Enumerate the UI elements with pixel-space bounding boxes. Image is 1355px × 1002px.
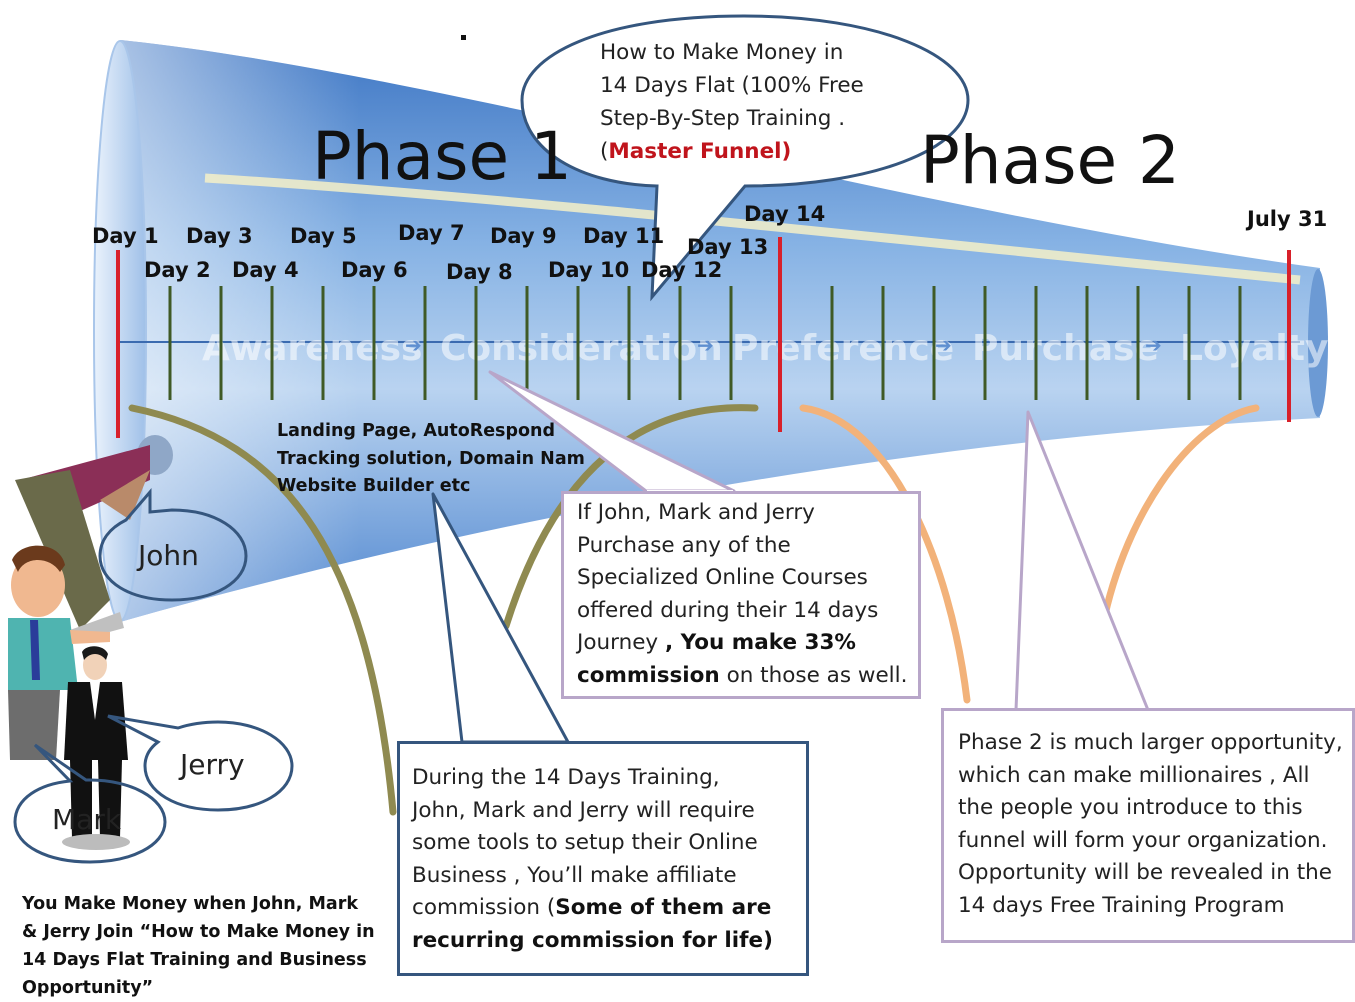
- mark-figure: [8, 545, 110, 760]
- stage-awareness: Awareness: [202, 328, 422, 369]
- day-label-8: Day 8: [446, 260, 513, 284]
- phase-2-title: Phase 2: [920, 122, 1181, 199]
- funnel-end: [1308, 269, 1328, 417]
- stage-consideration: Consideration: [440, 328, 723, 369]
- day-label-9: Day 9: [490, 224, 557, 248]
- jerry-label: Jerry: [180, 748, 245, 781]
- phase-1-title: Phase 1: [312, 118, 573, 195]
- day-label-12: Day 12: [641, 258, 723, 282]
- day-label-10: Day 10: [548, 258, 630, 282]
- phase2-callout-tail: [1014, 410, 1150, 712]
- day-label-july-31: July 31: [1247, 207, 1328, 231]
- bottom-note: You Make Money when John, Mark & Jerry J…: [22, 894, 375, 998]
- course-commission-box: If John, Mark and Jerry Purchase any of …: [561, 491, 921, 699]
- stage-loyalty: Loyalty: [1180, 328, 1328, 369]
- john-bubble: [98, 487, 248, 602]
- stage-preference: Preference: [732, 328, 954, 369]
- arc-phase2-right: [1096, 404, 1260, 644]
- master-bubble-shape: [520, 14, 970, 302]
- master-funnel-label: Master Funnel): [608, 139, 792, 164]
- day-label-6: Day 6: [341, 258, 408, 282]
- stage-arrow: ➔: [1145, 333, 1162, 357]
- stage-purchase: Purchase: [972, 328, 1159, 369]
- day-label-1: Day 1: [92, 224, 159, 248]
- stage-arrow: ➔: [935, 333, 952, 357]
- day-label-7: Day 7: [398, 221, 465, 245]
- mark-label: Mark: [52, 803, 122, 836]
- mark-bubble: [13, 743, 167, 864]
- jerry-figure: [62, 646, 130, 850]
- tools-commission-box: During the 14 Days Training, John, Mark …: [397, 741, 809, 976]
- jerry-bubble: [107, 714, 294, 812]
- phase-2-opportunity-box: Phase 2 is much larger opportunity, whic…: [941, 708, 1355, 943]
- day-label-14: Day 14: [744, 202, 826, 226]
- john-label: John: [138, 539, 199, 572]
- day-label-2: Day 2: [144, 258, 211, 282]
- tools-list: Landing Page, AutoRespond Tracking solut…: [277, 421, 585, 496]
- day-label-5: Day 5: [290, 224, 357, 248]
- day-label-13: Day 13: [687, 235, 769, 259]
- master-bubble-text: How to Make Money in 14 Days Flat (100% …: [600, 40, 864, 164]
- day-label-3: Day 3: [186, 224, 253, 248]
- stray-mark: [461, 35, 466, 40]
- day-label-4: Day 4: [232, 258, 299, 282]
- arc-phase1-tools: [128, 404, 397, 816]
- stage-arrow: ➔: [697, 333, 714, 357]
- stage-arrow: ➔: [405, 333, 422, 357]
- funnel-fade: [120, 40, 1320, 622]
- day-label-11: Day 11: [583, 224, 665, 248]
